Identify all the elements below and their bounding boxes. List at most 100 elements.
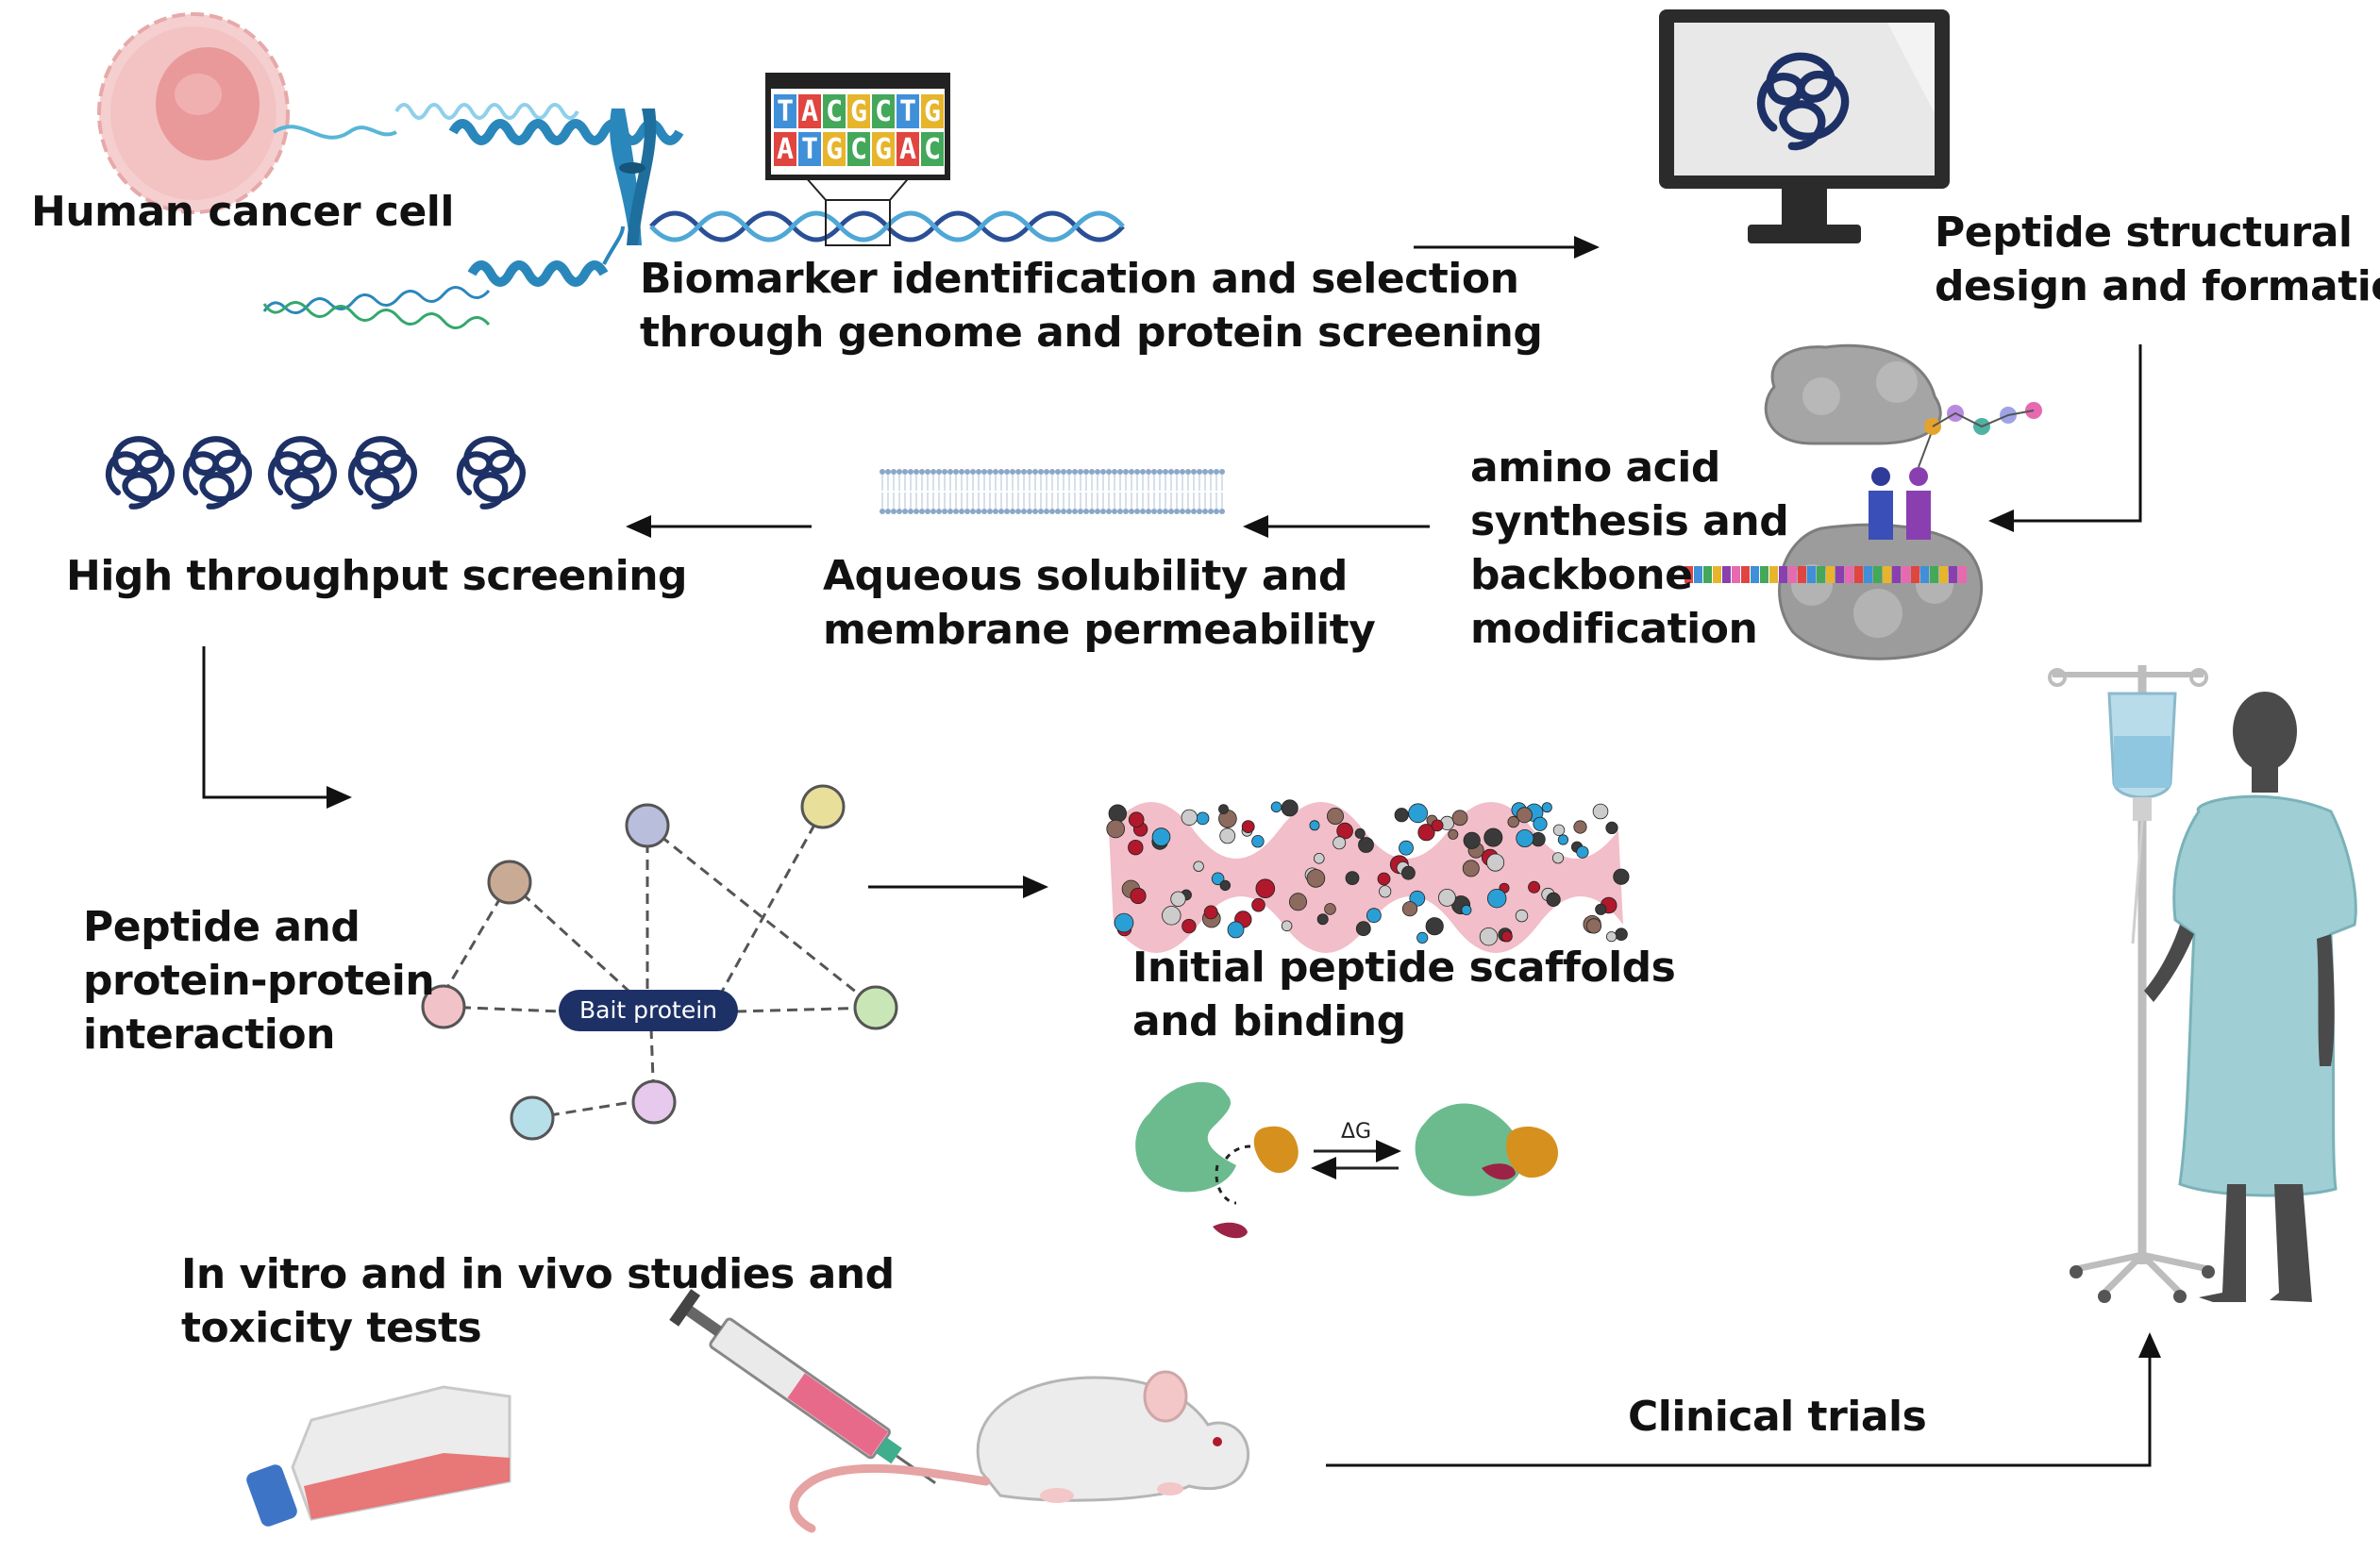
mrna-codon bbox=[1798, 566, 1806, 583]
arrow-screening-to-ppi bbox=[202, 646, 352, 809]
network-node bbox=[800, 784, 846, 829]
mrna-codon bbox=[1826, 566, 1835, 583]
label-peptide-design: Peptide structural design and formation bbox=[1935, 206, 2380, 313]
nucleotide-block bbox=[774, 132, 796, 166]
mrna-codon bbox=[1694, 566, 1702, 583]
mrna-codon bbox=[1958, 566, 1967, 583]
alpha-helix-scaffold bbox=[1106, 799, 1630, 953]
network-node bbox=[853, 985, 898, 1030]
label-invitro-invivo: In vitro and in vivo studies and toxicit… bbox=[181, 1247, 895, 1355]
nucleotide-block bbox=[774, 94, 796, 128]
nucleotide-block bbox=[921, 94, 944, 128]
label-amino-acid-line-3: backbone bbox=[1470, 551, 1693, 599]
mrna-codon bbox=[1817, 566, 1825, 583]
network-node bbox=[510, 1095, 555, 1141]
nucleotide-letter: C bbox=[850, 133, 867, 166]
iv-drip-stand bbox=[2048, 665, 2215, 1303]
nucleotide-block bbox=[847, 132, 870, 166]
nucleotide-block bbox=[823, 132, 846, 166]
mrna-codon bbox=[1920, 566, 1929, 583]
mrna-codon bbox=[1703, 566, 1712, 583]
nucleotide-letter: G bbox=[850, 95, 867, 128]
cancer-cell-illustration bbox=[97, 12, 290, 214]
nucleotide-block bbox=[921, 132, 944, 166]
mrna-codon bbox=[1779, 566, 1787, 583]
network-node bbox=[487, 860, 532, 905]
nucleotide-block bbox=[872, 94, 895, 128]
nucleotide-letter: T bbox=[899, 95, 916, 128]
label-peptide-design-line-1: Peptide structural bbox=[1935, 209, 2353, 257]
chromosome-icon bbox=[610, 109, 657, 245]
label-scaffolds-line-1: Initial peptide scaffolds bbox=[1132, 944, 1676, 992]
label-ppi-line-2: protein-protein bbox=[83, 957, 435, 1005]
label-biomarker-line-1: Biomarker identification and selection bbox=[640, 255, 1519, 303]
nucleotide-letter: C bbox=[875, 95, 892, 128]
arrow-design-to-synthesis bbox=[1988, 344, 2142, 532]
label-biomarker-line-2: through genome and protein screening bbox=[640, 309, 1543, 357]
nucleotide-letter: G bbox=[924, 95, 941, 128]
label-invitro-line-2: toxicity tests bbox=[181, 1304, 482, 1352]
mrna-codon bbox=[1835, 566, 1844, 583]
network-node bbox=[421, 984, 466, 1029]
nucleotide-letter: G bbox=[826, 133, 843, 166]
nucleotide-letter: A bbox=[777, 133, 794, 166]
label-amino-acid-line-4: modification bbox=[1470, 605, 1758, 653]
peptide-structures-row bbox=[109, 439, 523, 506]
syringe-icon bbox=[669, 1289, 936, 1485]
label-scaffolds: Initial peptide scaffolds and binding bbox=[1132, 941, 1676, 1048]
label-amino-acid-line-2: synthesis and bbox=[1470, 497, 1789, 545]
nucleotide-block bbox=[897, 132, 919, 166]
label-amino-acid-line-1: amino acid bbox=[1470, 443, 1720, 492]
label-ppi: Peptide and protein-protein interaction bbox=[83, 900, 435, 1061]
cell-culture-flask bbox=[246, 1385, 511, 1527]
bait-protein-label: Bait protein bbox=[579, 996, 717, 1024]
label-high-throughput-screening: High throughput screening bbox=[66, 552, 688, 600]
label-invitro-line-1: In vitro and in vivo studies and bbox=[181, 1250, 895, 1298]
mrna-codon bbox=[1788, 566, 1797, 583]
mrna-codon bbox=[1892, 566, 1901, 583]
nucleotide-block bbox=[872, 132, 895, 166]
label-ppi-line-3: interaction bbox=[83, 1011, 335, 1059]
label-amino-acid-synthesis: amino acid synthesis and backbone modifi… bbox=[1470, 441, 1789, 656]
label-solubility-line-2: membrane permeability bbox=[823, 606, 1376, 654]
mrna-codon bbox=[1939, 566, 1948, 583]
nucleotide-letter: G bbox=[875, 133, 892, 166]
label-peptide-design-line-2: design and formation bbox=[1935, 262, 2380, 310]
nucleotide-letter: A bbox=[801, 95, 818, 128]
nucleotide-letter: C bbox=[826, 95, 843, 128]
mrna-codon bbox=[1769, 566, 1778, 583]
nucleotide-block bbox=[798, 132, 821, 166]
computer-monitor-icon bbox=[1659, 9, 1950, 243]
mrna-codon bbox=[1760, 566, 1768, 583]
label-solubility: Aqueous solubility and membrane permeabi… bbox=[823, 549, 1376, 657]
mrna-codon bbox=[1949, 566, 1957, 583]
network-node bbox=[625, 803, 670, 848]
delta-g-label: ΔG bbox=[1341, 1120, 1371, 1144]
mrna-codon bbox=[1722, 566, 1731, 583]
nucleotide-letter: T bbox=[777, 95, 794, 128]
protein-interaction-network: Bait protein bbox=[421, 784, 898, 1141]
label-biomarker: Biomarker identification and selection t… bbox=[640, 252, 1543, 359]
nucleotide-block bbox=[897, 94, 919, 128]
mrna-codon bbox=[1902, 566, 1910, 583]
label-human-cancer-cell: Human cancer cell bbox=[31, 188, 454, 236]
patient-figure bbox=[2144, 692, 2357, 1302]
mrna-codon bbox=[1741, 566, 1750, 583]
protein-binding-illustration: ΔG bbox=[1135, 1081, 1558, 1239]
mrna-codon bbox=[1911, 566, 1919, 583]
mrna-codon bbox=[1873, 566, 1882, 583]
ribosome-illustration bbox=[1684, 343, 2042, 660]
nucleotide-letter: C bbox=[924, 133, 941, 166]
flow-arrows bbox=[202, 236, 2161, 1467]
label-ppi-line-1: Peptide and bbox=[83, 903, 360, 951]
mrna-codon bbox=[1845, 566, 1853, 583]
nucleotide-block bbox=[823, 94, 846, 128]
mrna-codon bbox=[1751, 566, 1759, 583]
mrna-codon bbox=[1854, 566, 1863, 583]
network-node bbox=[631, 1079, 677, 1125]
mrna-codon bbox=[1732, 566, 1740, 583]
nucleotide-letter: A bbox=[899, 133, 916, 166]
nucleotide-block bbox=[798, 94, 821, 128]
